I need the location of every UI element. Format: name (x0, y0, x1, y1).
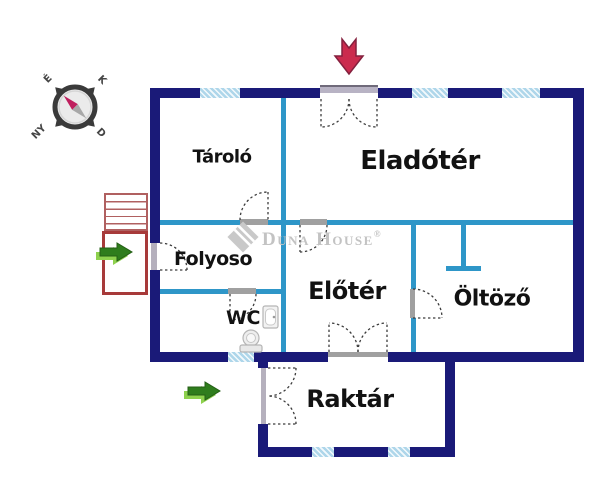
raktar-door-opening (328, 352, 388, 362)
room-label-wc: WC (226, 307, 260, 329)
compass-needle-icon (63, 95, 87, 119)
room-label-elado: Eladótér (360, 146, 480, 176)
interior-wall-h1-b (268, 220, 300, 225)
entrance-door-sill (320, 85, 378, 93)
exterior-wall-right (573, 88, 584, 362)
annex-door-sill (261, 368, 266, 424)
interior-wall-v2-b (411, 318, 416, 352)
compass-label-west: NY (30, 122, 49, 141)
annex-double-door (267, 367, 297, 425)
window (388, 447, 410, 457)
compass-label-north: É (41, 71, 55, 85)
stairs (104, 193, 148, 231)
door-sill (228, 288, 256, 294)
raktar-door-sill (328, 352, 388, 357)
partition-bar (446, 266, 481, 271)
interior-wall-h2-a (160, 289, 228, 294)
side-door-sill (151, 243, 157, 270)
entrance-arrow-icon (333, 36, 365, 76)
interior-wall-vertical-1 (281, 98, 286, 352)
partition-stem (461, 225, 466, 268)
exterior-wall-left (150, 88, 160, 362)
compass-label-east: K (95, 74, 109, 88)
entrance-double-door (320, 98, 378, 128)
window (200, 88, 240, 98)
door-sill (410, 289, 415, 318)
window (312, 447, 334, 457)
oltozo-door (412, 288, 443, 319)
interior-wall-h2-b (256, 289, 286, 294)
room-label-taro: Tároló (192, 146, 252, 168)
toilet-icon (239, 329, 263, 353)
annex-wall-bottom (258, 447, 455, 457)
raktar-double-door (328, 322, 388, 353)
eloter-door (299, 224, 328, 253)
room-label-folyoso: Folyoso (173, 248, 253, 270)
entrance-opening (320, 88, 378, 98)
porch (102, 231, 148, 295)
door-sill (240, 219, 268, 225)
window (412, 88, 448, 98)
compass-label-south: D (94, 126, 108, 140)
room-label-eloter: Előtér (308, 277, 386, 305)
watermark-text: Duna House® (262, 229, 382, 250)
compass-studs (55, 87, 95, 127)
compass-rose: É K NY D (30, 71, 109, 141)
interior-wall-h1-a (160, 220, 240, 225)
direction-arrow-icon (184, 381, 221, 404)
taro-door (239, 191, 269, 221)
annex-wall-right (445, 362, 455, 457)
interior-wall-v2-a (411, 225, 416, 289)
window (502, 88, 540, 98)
door-sill (300, 219, 327, 225)
window (228, 352, 254, 362)
washbasin-icon (262, 305, 279, 329)
room-label-raktar: Raktár (306, 385, 394, 413)
interior-wall-h1-c (327, 220, 573, 225)
room-label-oltozo: Öltöző (453, 286, 531, 312)
